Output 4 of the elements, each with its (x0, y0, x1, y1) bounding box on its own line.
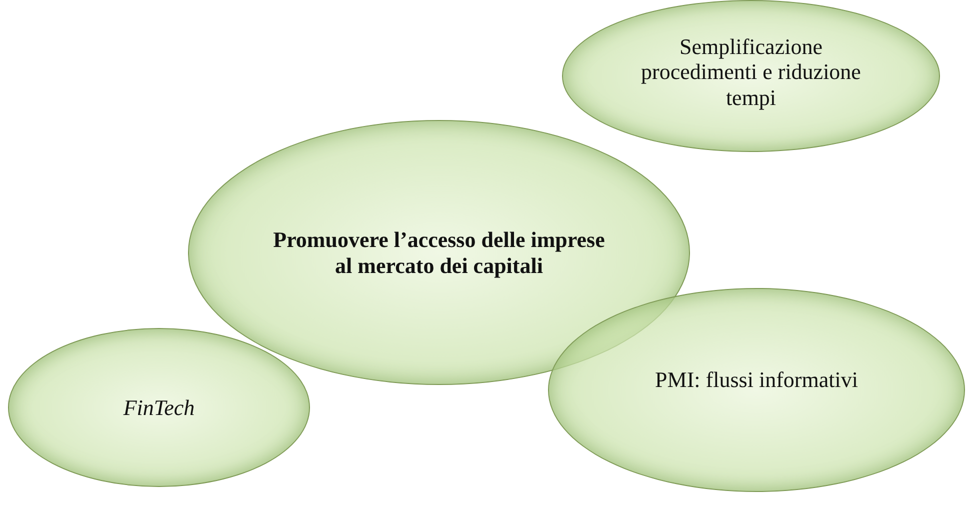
node-label: FinTech (123, 394, 195, 420)
node-label: Promuovere l’accesso delle imprese al mercato dei capitali (272, 227, 606, 278)
node-label: PMI: flussi informativi (655, 367, 858, 393)
node-label: Semplificazione procedimenti e riduzione tempi (640, 34, 862, 110)
